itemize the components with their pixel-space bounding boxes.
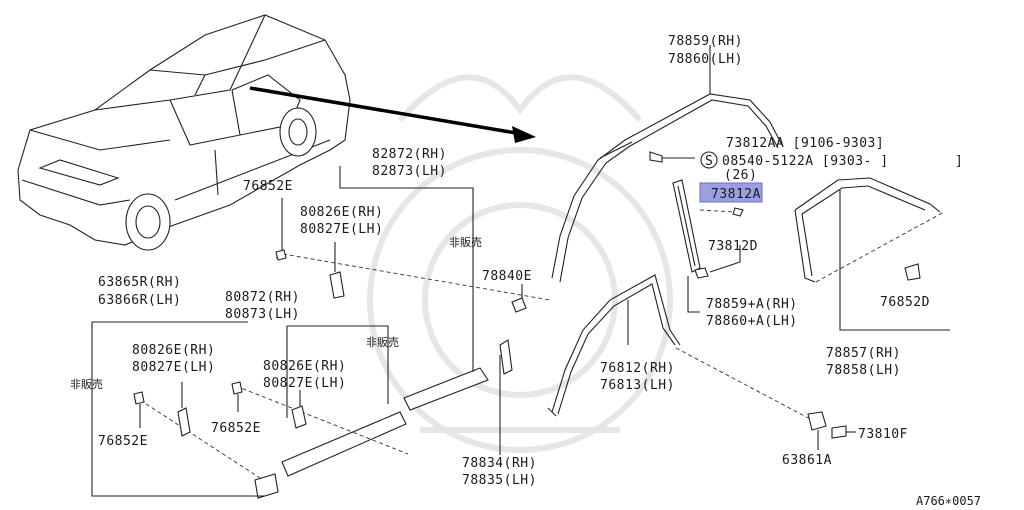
window-frame-76812 [547, 274, 856, 450]
car-illustration [17, 14, 351, 251]
sill-molding-82872 [275, 166, 551, 477]
label-78834-rh: 78834(RH) [462, 456, 537, 471]
clip-73812aa [649, 151, 718, 169]
label-78840e: 78840E [482, 269, 532, 284]
label-80827e-lh-1: 80827E(LH) [300, 222, 383, 237]
label-82873-lh: 82873(LH) [372, 164, 447, 179]
label-80826e-rh-3: 80826E(RH) [263, 359, 346, 374]
label-hanbai-1: 非販売 [449, 236, 482, 249]
bracket-close: ] [955, 154, 963, 169]
label-80872-rh: 80872(RH) [225, 290, 300, 305]
label-78859-rh: 78859(RH) [668, 34, 743, 49]
label-63865r-rh: 63865R(RH) [98, 275, 181, 290]
part-labels: 78859(RH) 78860(LH) 73812AA [9106-9303] … [70, 34, 981, 508]
label-80873-lh: 80873(LH) [225, 307, 300, 322]
label-08540: 08540-5122A [9303- ] [722, 154, 889, 169]
sill-molding-80872 [231, 325, 409, 455]
label-73812aa: 73812AA [9106-9303] [726, 136, 884, 151]
roof-molding-78859 [551, 45, 783, 283]
label-63861a: 63861A [782, 453, 832, 468]
pointer-arrow [249, 86, 536, 143]
sill-molding-63865 [91, 321, 279, 499]
label-78858-lh: 78858(LH) [826, 363, 901, 378]
label-73810f: 73810F [858, 427, 908, 442]
label-hanbai-3: 非販売 [70, 378, 103, 391]
label-73812d: 73812D [708, 239, 758, 254]
label-76852e-mid: 76852E [211, 421, 261, 436]
label-78860-lh: 78860(LH) [668, 52, 743, 67]
label-80827e-lh-3: 80827E(LH) [263, 376, 346, 391]
watermark-crest [367, 74, 673, 453]
label-76813-lh: 76813(LH) [600, 378, 675, 393]
screw-symbol: S [705, 154, 713, 169]
label-78857-rh: 78857(RH) [826, 346, 901, 361]
pillar-molding-78859a [672, 179, 744, 313]
label-80826e-rh-2: 80826E(RH) [132, 343, 215, 358]
label-78860a-lh: 78860+A(LH) [706, 314, 798, 329]
label-80826e-rh-1: 80826E(RH) [300, 205, 383, 220]
label-63866r-lh: 63866R(LH) [98, 293, 181, 308]
highlight-box [699, 182, 763, 203]
label-26: (26) [724, 168, 757, 183]
label-76812-rh: 76812(RH) [600, 361, 675, 376]
label-80827e-lh-2: 80827E(LH) [132, 360, 215, 375]
quarter-molding-78857 [794, 177, 950, 331]
label-76852e-top: 76852E [243, 179, 293, 194]
clip-78840e [499, 284, 527, 455]
label-hanbai-2: 非販売 [366, 336, 399, 349]
footer-code: A766∗0057 [916, 494, 981, 508]
label-76852e-left: 76852E [98, 434, 148, 449]
label-82872-rh: 82872(RH) [372, 147, 447, 162]
label-78835-lh: 78835(LH) [462, 473, 537, 488]
label-76852d: 76852D [880, 295, 930, 310]
label-78859a-rh: 78859+A(RH) [706, 297, 798, 312]
label-73812a[interactable]: 73812A [711, 187, 761, 202]
